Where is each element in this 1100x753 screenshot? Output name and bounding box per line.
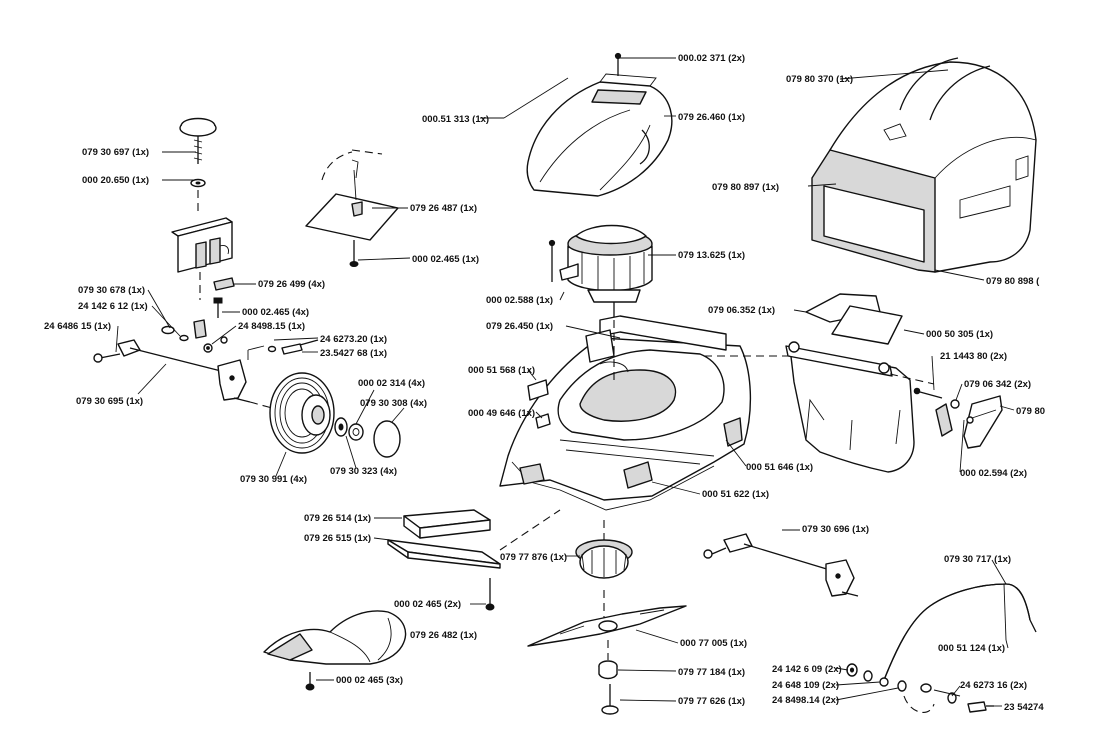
callout-24-142-6-09: 24 142 6 09 (2x): [772, 664, 842, 675]
callout-000-20-650: 000 20.650 (1x): [82, 175, 149, 186]
height-bracket: [171, 217, 233, 273]
small-axle-fittings: [267, 339, 319, 355]
motor: [559, 224, 653, 318]
blade-washer: [598, 660, 618, 680]
callout-000-49-646: 000 49 646 (1x): [468, 408, 535, 419]
callout-24-6486-15: 24 6486 15 (1x): [44, 321, 111, 332]
top-cover: [526, 73, 673, 197]
callout-079-77-184: 079 77 184 (1x): [678, 667, 745, 678]
callout-24-6273-16: 24 6273 16 (2x): [960, 680, 1027, 691]
wheel: [249, 372, 335, 454]
callout-21-1443-80: 21 1443 80 (2x): [940, 351, 1007, 362]
callout-000-02-465-d: 000 02 465 (3x): [336, 675, 403, 686]
callout-000-51-568: 000 51 568 (1x): [468, 365, 535, 376]
callout-079-26-487: 079 26 487 (1x): [410, 203, 477, 214]
callout-000-77-005: 000 77 005 (1x): [680, 638, 747, 649]
rear-axle: [703, 533, 859, 597]
handle-fixings: [846, 663, 994, 713]
adjustment-knob: [179, 117, 217, 164]
callout-079-26-515: 079 26 515 (1x): [304, 533, 371, 544]
screw-guard: [305, 672, 315, 691]
callout-079-26-514: 079 26 514 (1x): [304, 513, 371, 524]
washer-knob: [190, 178, 206, 188]
rear-flap: [704, 341, 915, 473]
callout-079-77-876: 079 77 876 (1x): [500, 552, 567, 563]
callout-000-50-305: 000 50 305 (1x): [926, 329, 993, 340]
callout-079-06-352: 079 06.352 (1x): [708, 305, 775, 316]
blade-guard: [263, 610, 407, 665]
hinge-screw: [913, 387, 943, 399]
front-axle: [93, 339, 265, 403]
callout-079-30-696: 079 30 696 (1x): [802, 524, 869, 535]
mower-deck: [499, 315, 752, 511]
callout-079-30-717: 079 30 717 (1x): [944, 554, 1011, 565]
spacer-bar-upper: [403, 509, 491, 539]
callout-000-02-465-c: 000 02 465 (2x): [394, 599, 461, 610]
callout-079-26-460: 079 26.460 (1x): [678, 112, 745, 123]
callout-23-54274: 23 54274: [1004, 702, 1044, 713]
callout-079-80: 079 80: [1016, 406, 1045, 417]
wheel-nut: [348, 423, 364, 441]
callout-000-02-465-b: 000 02.465 (4x): [242, 307, 309, 318]
handle: [883, 583, 1037, 681]
callout-079-30-678: 079 30 678 (1x): [78, 285, 145, 296]
screw-spacer: [485, 578, 495, 611]
callout-24-8498-14: 24 8498.14 (2x): [772, 695, 839, 706]
callout-24-648-109: 24 648 109 (2x): [772, 680, 839, 691]
callout-079-06-342: 079 06 342 (2x): [964, 379, 1031, 390]
callout-000-51-622: 000 51 622 (1x): [702, 489, 769, 500]
callout-000-02-465-a: 000 02.465 (1x): [412, 254, 479, 265]
callout-000-02-588: 000 02.588 (1x): [486, 295, 553, 306]
blade-bolt: [601, 684, 619, 715]
spacer-bar-lower: [387, 509, 561, 569]
callout-000-02-314: 000 02 314 (4x): [358, 378, 425, 389]
callout-000-51-646: 000 51 646 (1x): [746, 462, 813, 473]
hinge-clips: [935, 395, 1003, 449]
callout-079-80-898: 079 80 898 (: [986, 276, 1040, 287]
callout-24-8498-15: 24 8498.15 (1x): [238, 321, 305, 332]
callout-079-13-625: 079 13.625 (1x): [678, 250, 745, 261]
callout-079-30-991: 079 30 991 (4x): [240, 474, 307, 485]
callout-23-5427-68: 23.5427 68 (1x): [320, 348, 387, 359]
callout-079-80-897: 079 80 897 (1x): [712, 182, 779, 193]
wheel-bushing: [334, 417, 348, 437]
label-small: [527, 379, 549, 401]
screw-top-cover: [614, 52, 622, 76]
support-plate: [305, 149, 399, 241]
callout-079-30-323: 079 30 323 (4x): [330, 466, 397, 477]
grass-catcher: [811, 57, 1037, 273]
label-decal: [535, 413, 551, 429]
screw-motor: [548, 239, 556, 282]
callout-000-02-371: 000.02 371 (2x): [678, 53, 745, 64]
callout-079-77-626: 079 77 626 (1x): [678, 696, 745, 707]
callout-079-30-695: 079 30 695 (1x): [76, 396, 143, 407]
callout-000-02-594: 000 02.594 (2x): [960, 468, 1027, 479]
callout-079-26-450: 079 26.450 (1x): [486, 321, 553, 332]
callout-079-80-370: 079 80 370 (1x): [786, 74, 853, 85]
part-number-callouts: 000.02 371 (2x) 079 80 370 (1x) 000.51 3…: [44, 53, 1045, 713]
screw-plate: [349, 240, 359, 267]
rear-label: [831, 305, 903, 345]
callout-24-6273-20: 24 6273.20 (1x): [320, 334, 387, 345]
callout-000-51-313: 000.51 313 (1x): [422, 114, 489, 125]
callout-079-26-499: 079 26 499 (4x): [258, 279, 325, 290]
callout-079-30-697: 079 30 697 (1x): [82, 147, 149, 158]
fan-impeller: [575, 520, 633, 579]
callout-24-142-6-12: 24 142 6 12 (1x): [78, 301, 148, 312]
callout-000-51-124: 000 51 124 (1x): [938, 643, 1005, 654]
cutting-blade: [527, 590, 687, 647]
clip-small-parts: [161, 277, 235, 353]
callout-079-26-482: 079 26 482 (1x): [410, 630, 477, 641]
leader-lines: [115, 57, 1015, 707]
wheel-cap: [373, 420, 401, 458]
callout-079-30-308: 079 30 308 (4x): [360, 398, 427, 409]
